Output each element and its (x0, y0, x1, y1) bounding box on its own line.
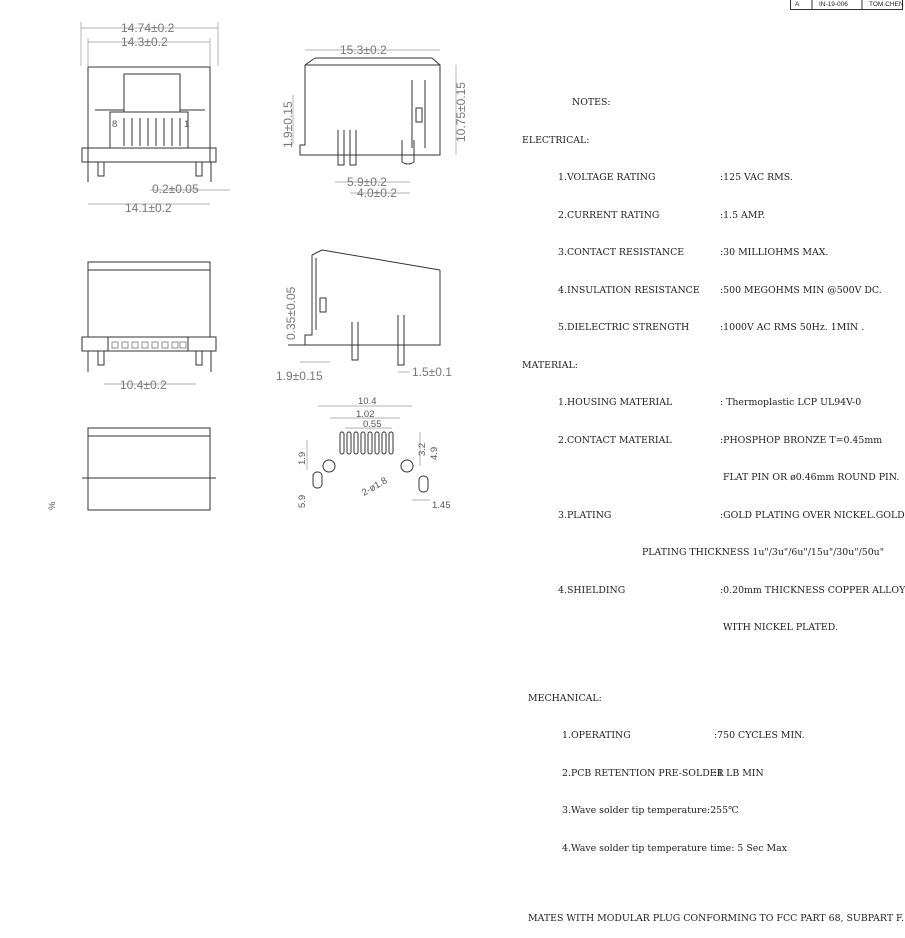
side-view (292, 49, 457, 194)
note-label: 3.CONTACT RESISTANCE (558, 247, 685, 258)
note-value: FLAT PIN OR ø0.46mm ROUND PIN. (720, 472, 900, 483)
pin-8-label: 8 (112, 119, 117, 130)
mechanical-drawing: 8 1 14.74±0.2 14.3±0.2 0.2±0.05 14.1±0.2… (47, 0, 863, 511)
revision-document: IN-19-006 (819, 1, 848, 8)
note-wave-time: 4.Wave solder tip temperature time: 5 Se… (562, 842, 787, 854)
notes-electrical-heading: ELECTRICAL: (522, 134, 590, 146)
front-view: 8 1 (80, 22, 230, 205)
note-value: :30 MILLIOHMS MAX. (720, 247, 829, 258)
notes-mechanical-heading: MECHANICAL: (528, 692, 602, 704)
note-wave-temperature: 3.Wave solder tip temperature:255℃ (562, 805, 739, 816)
note-label: 3.PLATING (558, 509, 612, 521)
note-value: :125 VAC RMS. (720, 172, 793, 183)
note-value: :1.5 AMP. (720, 209, 765, 221)
dim-side2-right: 1.5±0.1 (412, 365, 452, 379)
dim-bottom-width: 10.4±0.2 (120, 378, 167, 392)
note-label: 2.CURRENT RATING (558, 209, 660, 221)
pcb-layout (306, 405, 430, 501)
dim-pcb-row: 1.9 (297, 452, 308, 465)
note-value: WITH NICKEL PLATED. (720, 622, 838, 633)
notes-title: NOTES: (572, 97, 611, 108)
rear-view (81, 261, 217, 385)
note-label: 5.DIELECTRIC STRENGTH (558, 322, 690, 333)
bottom-view-partial (82, 427, 216, 511)
dim-pcb-hole: 2-ø1.8 (360, 475, 389, 498)
rear-left-label: % (47, 501, 58, 510)
note-label: 4.INSULATION RESISTANCE (558, 284, 700, 296)
revision-letter: A (795, 1, 800, 8)
dim-side2-left: 1.9±0.15 (276, 369, 323, 383)
notes-panel: NOTES: ELECTRICAL: 1.VOLTAGE RATING :125 … (522, 72, 905, 938)
dim-side-left-height: 1.9±0.15 (281, 101, 295, 148)
revision-block: A IN-19-006 TOM.CHEN (790, 0, 904, 10)
note-label: 1.OPERATING (562, 730, 631, 741)
dim-side-pin-b: 4.0±0.2 (357, 186, 397, 200)
notes-material-heading: MATERIAL: (522, 359, 578, 371)
dim-pcb-h2: 4.9 (429, 447, 440, 460)
dim-pcb-pitch2: 1.02 (356, 409, 375, 420)
note-label: 1.HOUSING MATERIAL (558, 397, 673, 408)
dim-pcb-width: 10.4 (358, 396, 377, 407)
note-label: 4.SHIELDING (558, 584, 626, 596)
note-value: :0.20mm THICKNESS COPPER ALLOY (720, 584, 905, 596)
dim-front-overall-width: 14.74±0.2 (121, 21, 175, 35)
note-label: 2.CONTACT MATERIAL (558, 434, 672, 446)
dim-pcb-bottom: 5.9 (297, 495, 308, 508)
dim-front-base-width: 14.1±0.2 (125, 201, 172, 215)
note-plating-thickness: PLATING THICKNESS 1u"/3u"/6u"/15u"/30u"/… (642, 547, 885, 558)
dim-side-height: 10.75±0.15 (454, 82, 468, 142)
note-value: :500 MEGOHMS MIN @500V DC. (720, 284, 882, 296)
note-value: :GOLD PLATING OVER NICKEL.GOLD (720, 509, 905, 521)
note-mates: MATES WITH MODULAR PLUG CONFORMING TO FC… (528, 913, 905, 924)
dim-side-depth: 15.3±0.2 (340, 43, 387, 57)
note-value: : Thermoplastic LCP UL94V-0 (720, 397, 862, 408)
side-view-2 (288, 249, 441, 373)
dim-side-pin-a: 5.9±0.2 (347, 175, 387, 189)
note-label: 2.PCB RETENTION PRE-SOLDER (562, 767, 724, 779)
revision-author: TOM.CHEN (869, 1, 904, 8)
note-value: :PHOSPHOP BRONZE T=0.45mm (720, 434, 883, 446)
note-value: :1000V AC RMS 50Hz. 1MIN . (720, 322, 865, 333)
dim-front-pin-width: 0.2±0.05 (152, 182, 199, 196)
dim-pcb-corner: 1.45 (432, 500, 451, 511)
note-label: 1.VOLTAGE RATING (558, 172, 656, 183)
dim-front-body-width: 14.3±0.2 (121, 35, 168, 49)
dim-side2-height: 0.35±0.05 (284, 286, 298, 340)
note-value: :750 CYCLES MIN. (714, 730, 805, 741)
pin-1-label: 1 (184, 119, 189, 130)
note-value: :1 LB MIN (714, 767, 764, 779)
dim-pcb-pitch: 0.55 (363, 419, 382, 430)
dim-pcb-h1: 3.2 (417, 443, 428, 456)
